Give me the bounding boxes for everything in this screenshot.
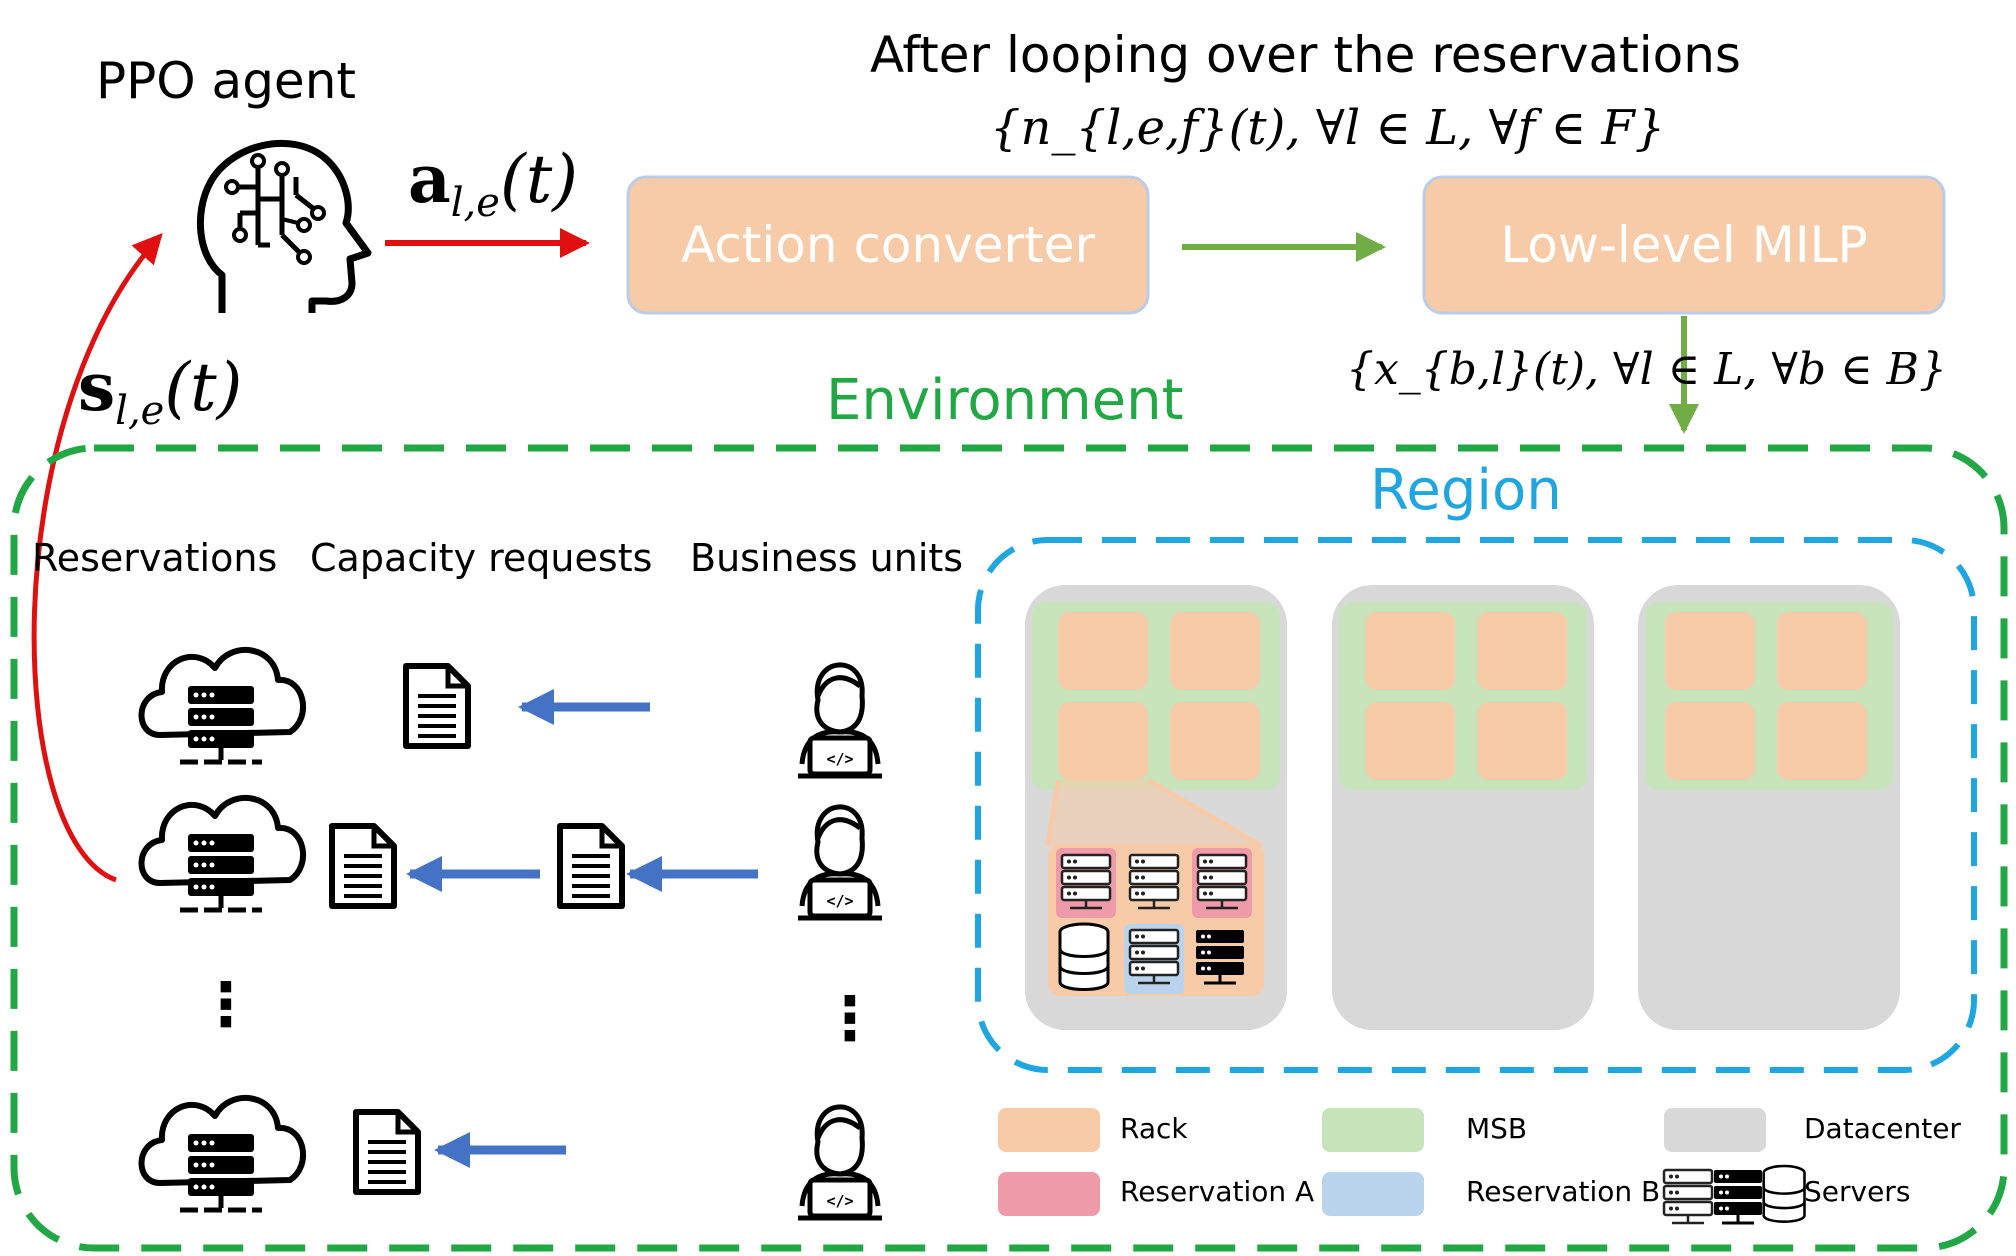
datacenter-2 [1332,585,1594,1030]
region-title: Region [1370,458,1562,523]
legend-swatch-reservation-b [1322,1172,1424,1216]
legend-servers-icons [1662,1164,1806,1225]
ellipsis-reservations: ⋮ [196,970,256,1040]
state-subscript: l,e [115,388,165,435]
action-converter-label: Action converter [680,216,1096,274]
legend-swatch-msb [1322,1108,1424,1152]
column-reservations: Reservations [32,536,278,580]
action-subscript: l,e [450,180,500,227]
legend-swatch-datacenter [1664,1108,1766,1152]
legend-reservation-b-label: Reservation B [1466,1175,1661,1208]
datacenter-3 [1638,585,1900,1030]
x-set-label: {x_{b,l}(t), ∀l ∈ L, ∀b ∈ B} [1346,344,1947,395]
legend-msb-label: MSB [1466,1112,1528,1145]
document-icon [332,826,394,906]
legend-reservation-a-label: Reservation A [1120,1175,1315,1208]
developer-icon [798,807,882,918]
state-symbol: s [78,348,116,426]
cloud-server-icon [141,1098,303,1210]
state-label: sl,e(t) [78,348,242,434]
action-symbol: a [408,140,451,218]
region-boundary [975,537,1977,1073]
datacenter-1 [1025,585,1287,1030]
state-feedback-arrow [31,233,163,883]
state-time: (t) [164,349,243,426]
legend-datacenter-label: Datacenter [1804,1112,1961,1145]
developer-icon [798,665,882,776]
document-icon [560,826,622,906]
action-time: (t) [499,141,578,218]
developer-icon [798,1107,882,1218]
legend-rack-label: Rack [1120,1112,1188,1145]
environment-title: Environment [826,368,1184,433]
low-level-milp-label: Low-level MILP [1500,216,1868,274]
document-icon [406,666,468,746]
loop-caption: After looping over the reservations [870,26,1741,84]
column-capacity-requests: Capacity requests [310,536,653,580]
n-set-label: {n_{l,e,f}(t), ∀l ∈ L, ∀f ∈ F} [990,100,1666,156]
cloud-server-icon [141,650,303,762]
action-label: al,e(t) [408,140,578,226]
ellipsis-business-units: ⋮ [820,984,880,1054]
ppo-agent-head-icon [196,139,372,313]
legend-servers-label: Servers [1804,1175,1911,1208]
environment-boundary [10,444,2008,1252]
document-icon [356,1112,418,1192]
legend-swatch-reservation-a [998,1172,1100,1216]
column-business-units: Business units [690,536,964,580]
ppo-agent-title: PPO agent [96,52,356,110]
action-converter-box [626,175,1150,315]
cloud-server-icon [141,798,303,910]
low-level-milp-box [1422,175,1946,315]
legend-swatch-rack [998,1108,1100,1152]
